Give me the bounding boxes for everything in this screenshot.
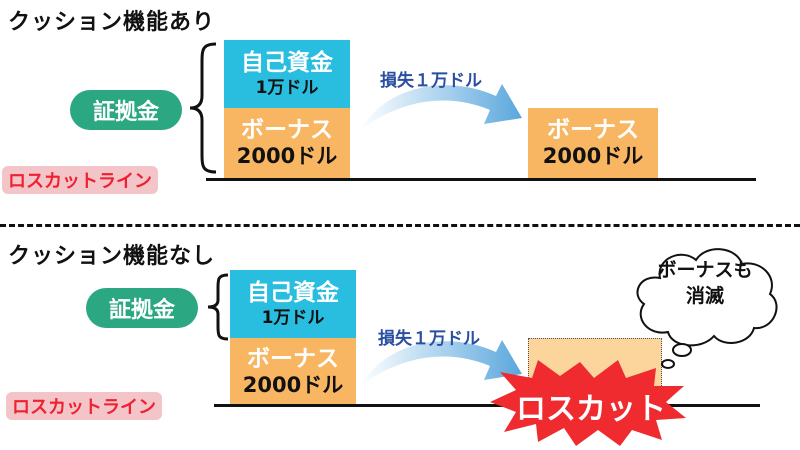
bottom-bonus-block: ボーナス 2000ドル [230,338,356,406]
top-loss-label: 損失１万ドル [380,71,482,91]
top-margin-pill: 証拠金 [70,90,182,130]
top-bonus-block: ボーナス 2000ドル [224,108,350,178]
bottom-own-funds-block: 自己資金 1万ドル [230,270,356,338]
top-bonus-label: ボーナス [241,116,333,143]
top-bonus-amount: 2000ドル [236,144,338,169]
bottom-own-funds-amount: 1万ドル [261,307,325,328]
top-after-bonus-block: ボーナス 2000ドル [528,108,658,178]
top-own-funds-block: 自己資金 1万ドル [224,40,350,108]
bottom-heading: クッション機能なし [8,244,216,269]
thought-cloud-text: ボーナスも 消滅 [648,258,762,309]
thought-cloud-icon [636,248,778,369]
bottom-margin-pill: 証拠金 [86,288,198,328]
top-own-funds-label: 自己資金 [241,50,333,76]
losscut-burst-icon [490,360,686,446]
top-arrow-icon [360,84,522,130]
top-losscut-line-label: ロスカットライン [2,166,158,194]
bottom-loss-label: 損失１万ドル [378,329,480,349]
losscut-burst-text: ロスカット [516,392,666,427]
bubble-line1: ボーナスも [657,259,753,281]
bottom-losscut-line [214,404,760,407]
bubble-line2: 消滅 [685,284,724,307]
top-losscut-line [206,178,756,181]
top-brace-icon [189,42,217,174]
bottom-own-funds-label: 自己資金 [247,280,339,306]
bottom-bonus-amount: 2000ドル [242,373,344,398]
bottom-losscut-line-label: ロスカットライン [6,392,162,420]
bottom-bonus-label: ボーナス [247,345,339,372]
bottom-brace-icon [207,273,229,341]
bottom-arrow-icon [360,340,522,386]
top-heading: クッション機能あり [8,10,216,35]
top-after-bonus-amount: 2000ドル [542,144,644,169]
top-after-bonus-label: ボーナス [547,116,639,143]
section-divider [0,224,800,227]
top-own-funds-amount: 1万ドル [255,77,319,98]
